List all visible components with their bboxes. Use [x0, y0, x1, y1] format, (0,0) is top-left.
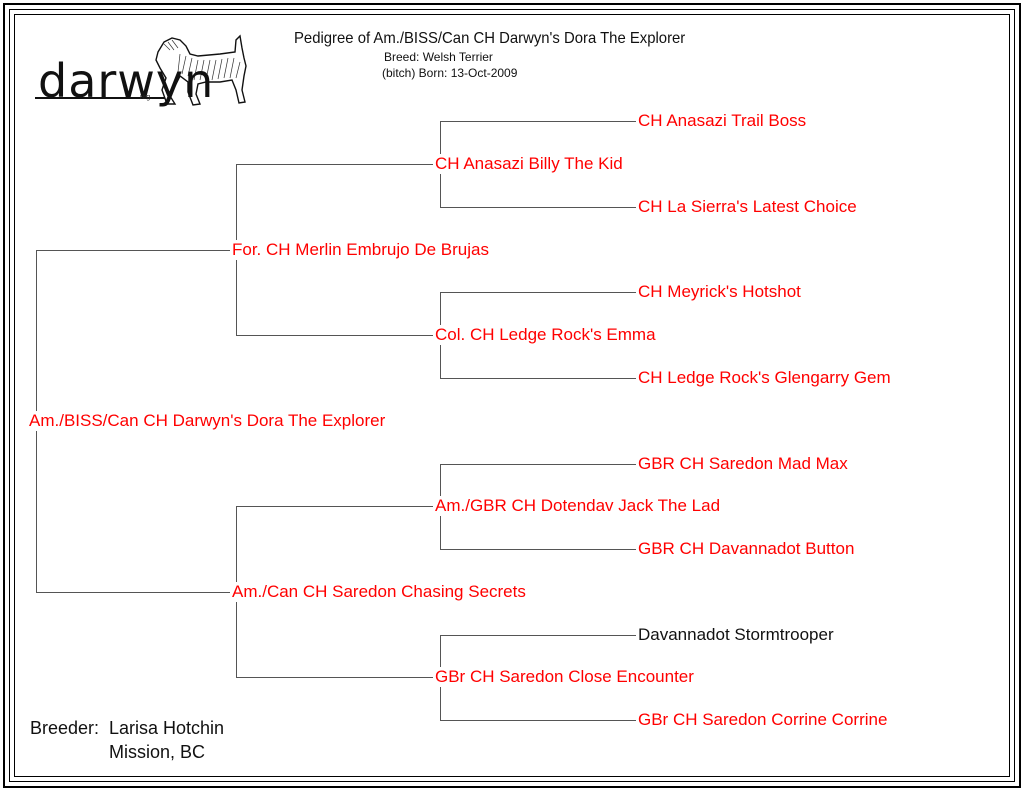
pedigree-dam-sire: Am./GBR CH Dotendav Jack The Lad: [433, 496, 723, 516]
pedigree-ds-sire: GBR CH Saredon Mad Max: [636, 454, 850, 474]
pedigree-title: Pedigree of Am./BISS/Can CH Darwyn's Dor…: [294, 30, 686, 47]
terrier-logo-icon: [35, 34, 247, 106]
pedigree-subject: Am./BISS/Can CH Darwyn's Dora The Explor…: [27, 411, 388, 431]
logo-reg-mark: reg.: [140, 94, 153, 101]
pedigree-sire-sire: CH Anasazi Billy The Kid: [433, 154, 625, 174]
born-label: (bitch) Born: 13-Oct-2009: [382, 66, 518, 80]
pedigree-dd-dam: GBr CH Saredon Corrine Corrine: [636, 710, 890, 730]
outer-border: [3, 3, 1021, 788]
logo-wordmark: darwyn: [38, 54, 215, 108]
pedigree-ss-sire: CH Anasazi Trail Boss: [636, 111, 809, 131]
breeder-label: Breeder:: [30, 718, 100, 738]
breeder-location: Mission, BC: [109, 742, 206, 762]
pedigree-sd-sire: CH Meyrick's Hotshot: [636, 282, 803, 302]
pedigree-dam-dam: GBr CH Saredon Close Encounter: [433, 667, 696, 687]
pedigree-dd-sire: Davannadot Stormtrooper: [636, 625, 836, 645]
pedigree-sire-dam: Col. CH Ledge Rock's Emma: [433, 325, 658, 345]
pedigree-sd-dam: CH Ledge Rock's Glengarry Gem: [636, 368, 893, 388]
pedigree-ss-dam: CH La Sierra's Latest Choice: [636, 197, 859, 217]
pedigree-sire: For. CH Merlin Embrujo De Brujas: [230, 240, 491, 260]
pedigree-ds-dam: GBR CH Davannadot Button: [636, 539, 857, 559]
pedigree-dam: Am./Can CH Saredon Chasing Secrets: [230, 582, 528, 602]
breeder-name: Larisa Hotchin: [109, 718, 225, 738]
breed-label: Breed: Welsh Terrier: [384, 50, 493, 64]
middle-border: [9, 9, 1015, 782]
inner-border: [14, 14, 1010, 777]
